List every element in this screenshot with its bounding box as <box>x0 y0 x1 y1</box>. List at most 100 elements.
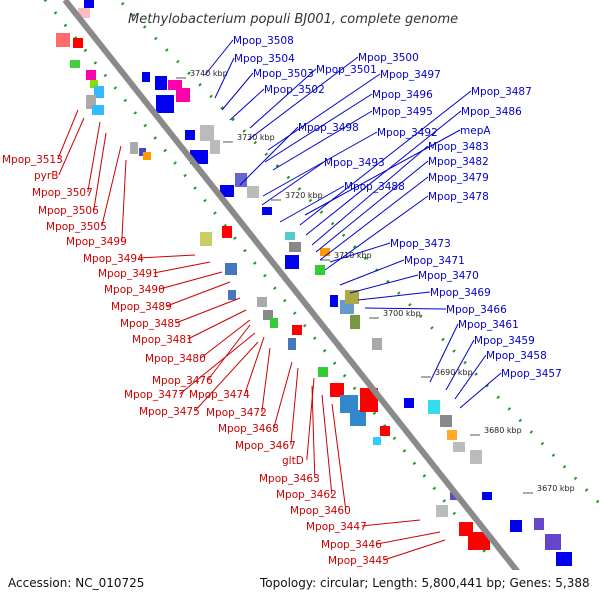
gene-feature-49 <box>350 410 366 426</box>
gene-feature-44 <box>372 338 382 350</box>
reverse-gene-label-leader-4 <box>229 88 265 121</box>
reverse-gene-label-leader-3 <box>221 72 254 111</box>
forward-gene-label-2: pyrB <box>34 170 58 182</box>
gene-feature-6 <box>94 86 104 98</box>
reverse-gene-label-6: Mpop_3500 <box>358 52 419 64</box>
gene-feature-7 <box>86 95 96 109</box>
forward-gene-label-3: Mpop_3507 <box>32 187 93 199</box>
forward-gene-label-10: Mpop_3489 <box>111 301 172 313</box>
forward-gene-label-20: Mpop_3467 <box>235 440 296 452</box>
reverse-gene-label-leader-9 <box>272 110 373 171</box>
forward-gene-label-8: Mpop_3491 <box>98 268 159 280</box>
gene-feature-9 <box>78 8 90 18</box>
reverse-gene-label-17: Mpop_3493 <box>324 157 385 169</box>
gene-feature-65 <box>545 534 561 550</box>
gene-feature-63 <box>510 520 522 532</box>
gene-feature-38 <box>270 318 278 328</box>
forward-gene-label-leader-7 <box>138 254 196 259</box>
forward-gene-label-leader-19 <box>273 361 293 429</box>
forward-gene-label-leader-23 <box>321 394 333 495</box>
gene-feature-17 <box>210 140 220 154</box>
forward-gene-label-leader-1 <box>57 109 79 160</box>
genome-backbone-axis <box>62 0 543 600</box>
footer-band <box>0 570 600 600</box>
gene-feature-16 <box>200 125 214 141</box>
gene-feature-53 <box>428 400 440 414</box>
reverse-gene-label-leader-21 <box>329 242 391 263</box>
gene-feature-42 <box>345 290 359 304</box>
kbp-tick-label-6: 3690 kbp <box>435 368 473 377</box>
gene-feature-21 <box>143 152 151 160</box>
reverse-gene-label-leader-2 <box>214 57 235 99</box>
forward-gene-label-21: gltD <box>282 455 304 467</box>
reverse-gene-label-8: Mpop_3496 <box>372 89 433 101</box>
gene-feature-64 <box>534 518 544 530</box>
reverse-gene-label-22: Mpop_3471 <box>404 255 465 267</box>
kbp-tick-label-1: 3740 kbp <box>190 69 228 78</box>
gene-feature-25 <box>220 185 234 197</box>
forward-gene-label-22: Mpop_3463 <box>259 473 320 485</box>
reverse-gene-label-16: Mpop_3482 <box>428 156 489 168</box>
reverse-gene-label-leader-16 <box>315 160 429 253</box>
reverse-gene-label-12: mepA <box>460 125 491 137</box>
map-title: Methylobacterium populi BJ001, complete … <box>128 12 458 27</box>
reverse-gene-label-leader-7 <box>267 73 381 151</box>
forward-gene-label-13: Mpop_3480 <box>145 353 206 365</box>
reverse-gene-label-leader-22 <box>339 259 405 286</box>
gene-feature-19 <box>130 142 138 154</box>
reverse-gene-label-3: Mpop_3503 <box>253 68 314 80</box>
forward-gene-label-17: Mpop_3475 <box>139 406 200 418</box>
forward-gene-label-19: Mpop_3468 <box>218 423 279 435</box>
gene-feature-31 <box>285 255 299 269</box>
forward-gene-label-leader-20 <box>290 367 299 446</box>
reverse-gene-label-14: Mpop_3486 <box>461 106 522 118</box>
gene-feature-3 <box>70 60 80 68</box>
gene-feature-48 <box>340 395 358 413</box>
kbp-tick-label-4: 3710 kbp <box>334 251 372 260</box>
reverse-gene-label-20: Mpop_3478 <box>428 191 489 203</box>
forward-gene-label-6: Mpop_3499 <box>66 236 127 248</box>
genome-summary-text: Topology: circular; Length: 5,800,441 bp… <box>259 576 590 590</box>
gene-feature-59 <box>436 505 448 517</box>
gene-feature-43 <box>350 315 360 329</box>
forward-gene-label-leader-13 <box>200 319 251 359</box>
forward-gene-label-7: Mpop_3494 <box>83 253 144 265</box>
forward-gene-label-16: Mpop_3474 <box>189 389 250 401</box>
reverse-gene-label-1: Mpop_3508 <box>233 35 294 47</box>
reverse-gene-label-leader-18 <box>319 176 429 261</box>
forward-gene-label-leader-18 <box>261 347 271 413</box>
forward-gene-label-26: Mpop_3446 <box>321 539 382 551</box>
gene-feature-27 <box>200 232 212 246</box>
kbp-tick-label-7: 3680 kbp <box>484 426 522 435</box>
gene-feature-30 <box>289 242 301 252</box>
gene-feature-35 <box>228 290 236 300</box>
gene-feature-13 <box>168 80 182 90</box>
reverse-gene-label-leader-1 <box>204 39 234 76</box>
accession-text: Accession: NC_010725 <box>8 576 144 590</box>
forward-gene-label-4: Mpop_3506 <box>38 205 99 217</box>
forward-gene-label-1: Mpop_3513 <box>2 154 63 166</box>
gene-feature-15 <box>156 95 174 113</box>
reverse-gene-label-leader-8 <box>264 93 373 163</box>
forward-gene-label-leader-5 <box>101 145 122 227</box>
kbp-tick-label-8: 3670 kbp <box>537 484 575 493</box>
forward-gene-label-leader-25 <box>361 519 421 527</box>
gene-feature-10 <box>84 0 94 8</box>
gene-feature-40 <box>288 338 296 350</box>
forward-gene-label-leader-24 <box>331 403 347 511</box>
reverse-gene-label-leader-14 <box>305 110 462 236</box>
gene-feature-2 <box>73 38 83 48</box>
reverse-gene-label-leader-27 <box>445 339 475 391</box>
gene-feature-46 <box>318 367 328 377</box>
forward-gene-label-12: Mpop_3481 <box>132 334 193 346</box>
gene-feature-52 <box>380 426 390 436</box>
gene-feature-47 <box>330 383 344 397</box>
tick-dot-tracks <box>43 0 600 553</box>
tick-dot-track-2 <box>120 1 600 506</box>
gene-feature-55 <box>447 430 457 440</box>
reverse-gene-label-15: Mpop_3483 <box>428 141 489 153</box>
gene-feature-39 <box>292 325 302 335</box>
reverse-gene-label-leader-23 <box>349 274 419 294</box>
reverse-gene-label-21: Mpop_3473 <box>390 238 451 250</box>
